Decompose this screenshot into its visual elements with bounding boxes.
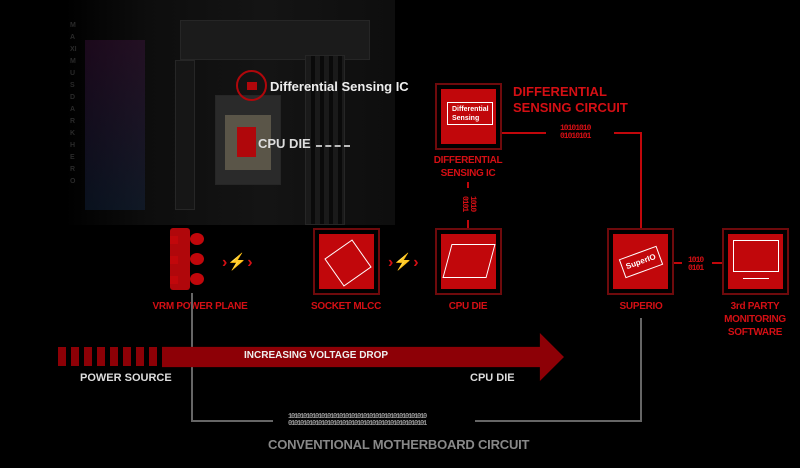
monitor-sliders-icon: [733, 240, 779, 272]
monitoring-software-box: [722, 228, 789, 295]
board-vertical-text: MAXIMUS DARK HERO: [70, 22, 77, 185]
cpu-die-highlight: [237, 127, 256, 157]
voltage-drop-chevrons: [58, 347, 163, 366]
power-source-label: POWER SOURCE: [80, 372, 172, 384]
vrm-label: VRM POWER PLANE: [152, 301, 248, 312]
callout-cpu-die: CPU DIE: [258, 136, 311, 151]
conventional-circuit-title: CONVENTIONAL MOTHERBOARD CIRCUIT: [268, 437, 530, 452]
motherboard-image: MAXIMUS DARK HERO: [65, 0, 395, 225]
rog-logo-glow: [85, 40, 145, 210]
cpu-die-box: [435, 228, 502, 295]
socket-mlcc-label: SOCKET MLCC: [310, 301, 382, 312]
superio-label: SUPERIO: [619, 301, 663, 312]
socket-mlcc-box: [313, 228, 380, 295]
power-flow-icon: ›⚡›: [222, 254, 253, 271]
cpu-die-label: CPU DIE: [448, 301, 488, 312]
ic-highlight-circle: [236, 70, 267, 101]
vrm-power-plane-icon: [150, 228, 210, 290]
power-flow-icon: ›⚡›: [388, 254, 419, 271]
arrow-end-label: CPU DIE: [470, 372, 515, 384]
binary-conventional: 1010101010101010101010101010101010101010…: [288, 413, 427, 428]
superio-box: SuperIO: [607, 228, 674, 295]
callout-differential-sensing-ic: Differential Sensing IC: [270, 79, 409, 94]
arrow-middle-label: INCREASING VOLTAGE DROP: [244, 350, 389, 361]
